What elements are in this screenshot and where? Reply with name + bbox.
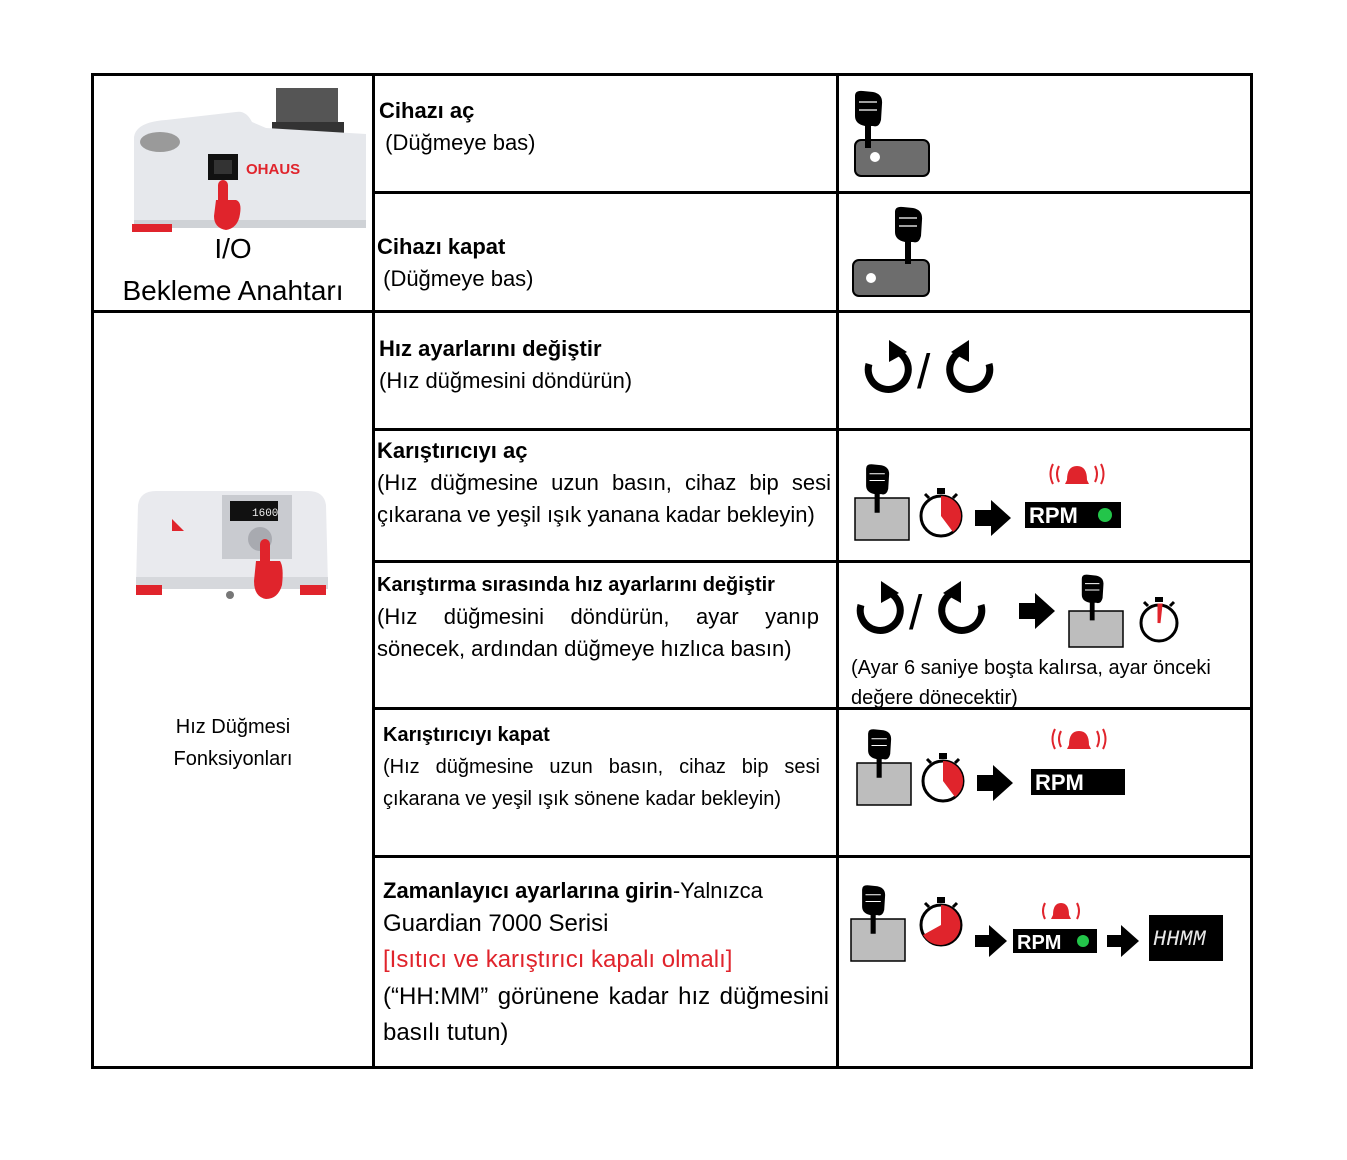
- long-press-icon: [856, 728, 912, 806]
- rotate-separator: /: [917, 346, 931, 399]
- row-stop-stirrer-text: Karıştırıcıyı kapat (Hız düğmesine uzun …: [383, 719, 820, 815]
- rpm-label: RPM: [1029, 503, 1078, 528]
- rotate-icons: /: [864, 340, 994, 399]
- knob-display-value: 1600: [252, 508, 278, 520]
- timer-settings-icons: RPM HHMM: [850, 884, 1223, 962]
- row-power-off-text: Cihazı kapat (Düğmeye bas): [377, 231, 832, 295]
- knob-section: 1600 Hız Düğmesi Fonksiyonları: [94, 313, 372, 1066]
- red-hand-pointer-icon: [214, 180, 241, 230]
- change-speed-running-icons: /: [856, 574, 1179, 648]
- rotate-cw-icon: [946, 340, 994, 393]
- io-label: I/O: [214, 233, 252, 264]
- row-title: Hız ayarlarını değiştir: [379, 336, 602, 361]
- standby-switch-label: Bekleme Anahtarı: [122, 275, 344, 306]
- row-title: Cihazı kapat: [377, 234, 506, 259]
- alarm-bell-icon: [1049, 463, 1105, 485]
- arrow-right-icon: [975, 500, 1011, 536]
- rotate-cw-icon: [938, 581, 986, 634]
- red-hand-pointer-icon: [254, 539, 283, 599]
- row-desc: (Düğmeye bas): [377, 266, 534, 291]
- io-switch-device-image: OHAUS: [132, 88, 366, 232]
- row-timer-settings-text: Zamanlayıcı ayarlarına girin-Yalnızca Gu…: [383, 875, 829, 1051]
- row-title: Zamanlayıcı ayarlarına girin: [383, 878, 673, 903]
- start-stirrer-icons: RPM: [854, 463, 1121, 541]
- brand-logo: OHAUS: [246, 161, 300, 178]
- series-label: Guardian 7000 Serisi: [383, 910, 609, 937]
- instruction-table: OHAUS I/O Bekleme Anahtarı 1600: [91, 73, 1253, 1069]
- long-press-icon: [854, 463, 910, 541]
- row-title-suffix: -Yalnızca: [672, 878, 763, 903]
- row-desc: (Hız düğmesine uzun basın, cihaz bip ses…: [383, 756, 820, 810]
- hhmm-label: HHMM: [1153, 927, 1207, 952]
- knob-label-line2: Fonksiyonları: [173, 748, 293, 770]
- rpm-label: RPM: [1017, 932, 1061, 954]
- long-press-icon: [850, 884, 906, 962]
- press-switch-off-icon: [852, 206, 930, 297]
- row-desc: (Hız düğmesini döndürün, ayar yanıp söne…: [377, 604, 819, 661]
- alarm-bell-icon: [1051, 728, 1107, 750]
- rpm-off-icon: RPM: [1031, 769, 1125, 795]
- row-change-speed-running-text: Karıştırma sırasında hız ayarlarını deği…: [377, 569, 819, 665]
- press-switch-on-icon: [854, 90, 930, 177]
- row-title: Cihazı aç: [379, 98, 475, 123]
- timeout-note: (Ayar 6 saniye boşta kalırsa, ayar öncek…: [851, 657, 1211, 709]
- warning-text: [Isıtıcı ve karıştırıcı kapalı olmalı]: [383, 946, 733, 973]
- row-change-speed-text: Hız ayarlarını değiştir (Hız düğmesini d…: [379, 333, 834, 397]
- arrow-right-icon: [975, 925, 1007, 957]
- hhmm-display-icon: HHMM: [1149, 915, 1223, 961]
- arrow-right-icon: [1107, 925, 1139, 957]
- io-section: OHAUS I/O Bekleme Anahtarı: [94, 76, 372, 310]
- row-desc: (Hız düğmesini döndürün): [379, 368, 633, 393]
- row-power-on-text: Cihazı aç (Düğmeye bas): [379, 95, 834, 159]
- rotate-ccw-icon: [856, 581, 904, 634]
- row-title: Karıştırma sırasında hız ayarlarını deği…: [377, 574, 775, 596]
- timer-icon: [919, 897, 963, 947]
- alarm-bell-icon: [1042, 902, 1080, 920]
- rpm-green-icon: RPM: [1013, 929, 1097, 954]
- arrow-right-icon: [1019, 593, 1055, 629]
- arrow-right-icon: [977, 765, 1013, 801]
- press-icon: [1068, 574, 1124, 648]
- rotate-separator: /: [909, 587, 923, 640]
- rpm-green-icon: RPM: [1025, 502, 1121, 528]
- timer-icon: [921, 753, 965, 803]
- row-start-stirrer-text: Karıştırıcıyı aç (Hız düğmesine uzun bas…: [377, 435, 831, 531]
- speed-knob-device-image: 1600: [136, 491, 328, 599]
- row-title: Karıştırıcıyı kapat: [383, 724, 550, 746]
- timer-icon: [919, 488, 963, 538]
- row-title: Karıştırıcıyı aç: [377, 438, 528, 463]
- rotate-ccw-icon: [864, 340, 912, 393]
- row-desc: (Hız düğmesine uzun basın, cihaz bip ses…: [377, 470, 831, 527]
- stop-stirrer-icons: RPM: [856, 728, 1125, 806]
- rpm-label: RPM: [1035, 770, 1084, 795]
- knob-label-line1: Hız Düğmesi: [175, 716, 291, 738]
- timer-icon: [1139, 597, 1179, 643]
- row-desc: (Düğmeye bas): [379, 130, 536, 155]
- row-desc: (“HH:MM” görünene kadar hız düğmesini ba…: [383, 983, 829, 1046]
